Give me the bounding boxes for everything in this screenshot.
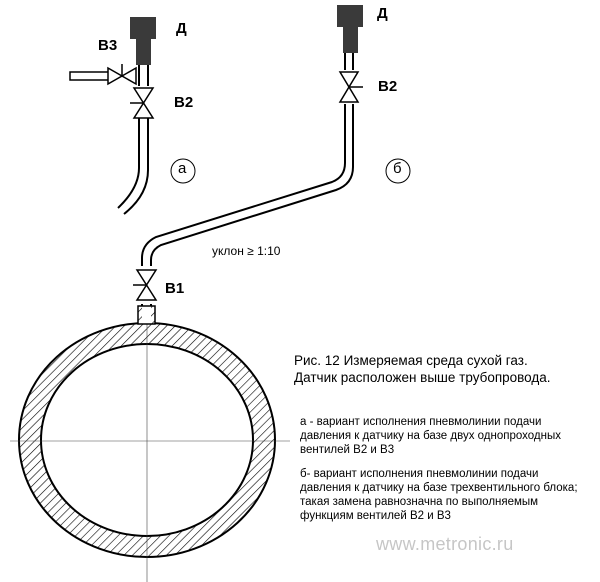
slope-label: уклон ≥ 1:10 [212,244,281,258]
note-b-line-1: б- вариант исполнения пневмолинии подачи [300,468,539,480]
note-a-line-2: давления к датчику на базе двух однопрох… [300,430,561,442]
valve-b1 [133,266,158,304]
variant-b-circle [385,158,411,184]
caption-line-2: Датчик расположен выше трубопровода. [294,370,551,385]
pipe-nozzle [137,305,156,325]
valve-b1-label: В1 [165,280,185,297]
sensor-b [337,5,363,53]
note-variant-b: б- вариант исполнения пневмолинии подачи… [300,467,578,523]
note-b-line-2: давления к датчику на базе трехвентильно… [300,482,578,494]
sensor-a-label: Д [176,20,187,37]
valve-b3-label: В3 [98,37,118,54]
note-b-line-4: функциям вентилей В2 и В3 [300,510,451,522]
note-variant-a: а - вариант исполнения пневмолинии подач… [300,415,561,457]
caption-line-1: Рис. 12 Измеряемая среда сухой газ. [294,353,528,368]
note-b-line-3: такая замена равнозначна по выполняемым [300,496,539,508]
valve-b2-a [130,86,155,119]
valve-b2-a-label: В2 [174,94,194,111]
impulse-line-a [117,50,149,215]
figure-caption: Рис. 12 Измеряемая среда сухой газ. Датч… [294,352,551,386]
note-a-line-1: а - вариант исполнения пневмолинии подач… [300,416,542,428]
sensor-a [130,17,156,65]
valve-b2-b [338,70,363,104]
variant-b-label: б [393,160,402,177]
watermark: www.metronic.ru [376,534,514,554]
main-pipe-section [17,322,277,558]
variant-a-circle [170,158,196,184]
sensor-b-label: Д [377,5,388,22]
valve-b3 [69,64,137,86]
impulse-line-b [141,50,354,306]
note-a-line-3: вентилей В2 и В3 [300,444,395,456]
variant-a-label: а [178,160,187,177]
valve-b2-b-label: В2 [378,78,398,95]
